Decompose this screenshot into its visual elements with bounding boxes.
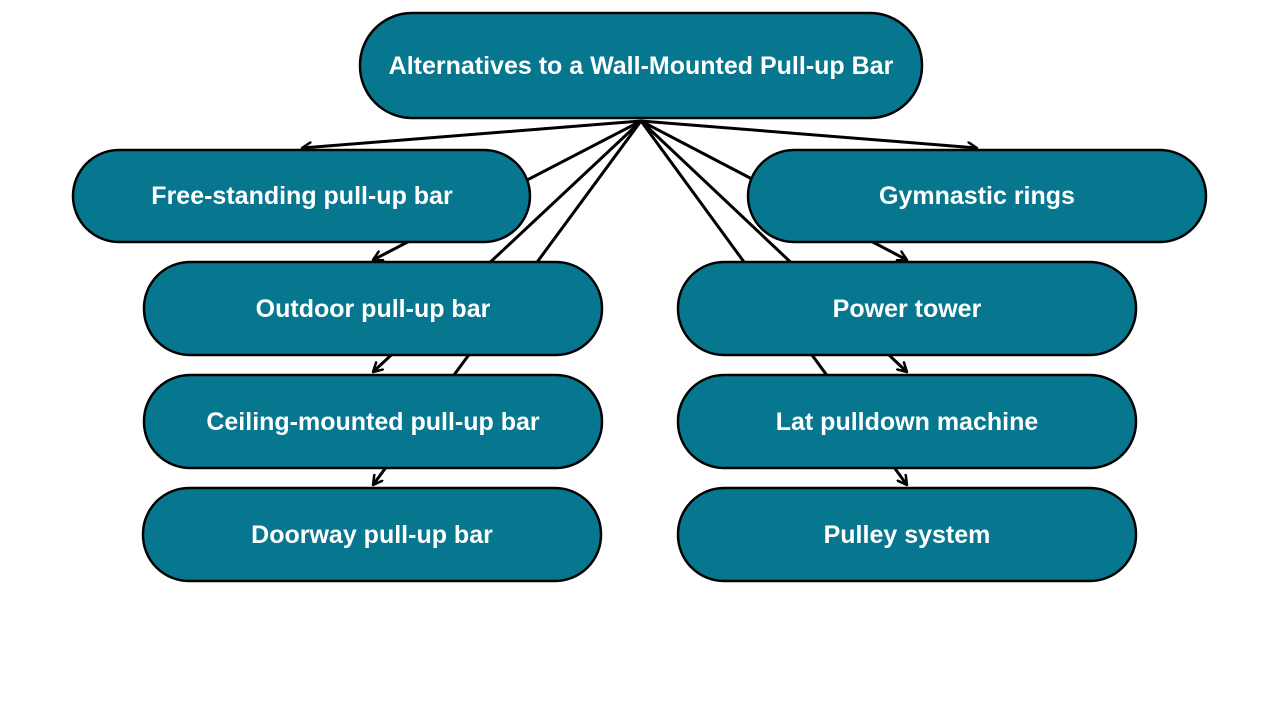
node-gymnastic-rings: Gymnastic rings bbox=[746, 148, 1208, 244]
root-node-label: Alternatives to a Wall-Mounted Pull-up B… bbox=[389, 52, 894, 80]
connector-free-standing bbox=[302, 119, 642, 148]
node-ceiling-mounted: Ceiling-mounted pull-up bar bbox=[142, 373, 604, 470]
node-power-tower-box bbox=[676, 260, 1138, 357]
node-outdoor: Outdoor pull-up bar bbox=[142, 260, 604, 357]
node-pulley-system: Pulley system bbox=[676, 486, 1138, 583]
node-free-standing: Free-standing pull-up bar bbox=[71, 148, 532, 244]
node-lat-pulldown: Lat pulldown machine bbox=[676, 373, 1138, 470]
node-lat-pulldown-label: Lat pulldown machine bbox=[776, 408, 1039, 436]
node-pulley-system-label: Pulley system bbox=[824, 521, 991, 549]
node-ceiling-mounted-label: Ceiling-mounted pull-up bar bbox=[206, 408, 540, 436]
node-pulley-system-box bbox=[676, 486, 1138, 583]
root-node-box bbox=[358, 11, 924, 120]
node-outdoor-box bbox=[142, 260, 604, 357]
node-gymnastic-rings-label: Gymnastic rings bbox=[879, 182, 1075, 210]
node-doorway: Doorway pull-up bar bbox=[141, 486, 603, 583]
node-lat-pulldown-box bbox=[676, 373, 1138, 470]
node-ceiling-mounted-box bbox=[142, 373, 604, 470]
node-doorway-label: Doorway pull-up bar bbox=[251, 521, 493, 549]
node-doorway-box bbox=[141, 486, 603, 583]
node-outdoor-label: Outdoor pull-up bar bbox=[256, 295, 491, 323]
node-gymnastic-rings-box bbox=[746, 148, 1208, 244]
root-node: Alternatives to a Wall-Mounted Pull-up B… bbox=[358, 11, 924, 120]
node-free-standing-box bbox=[71, 148, 532, 244]
node-power-tower: Power tower bbox=[676, 260, 1138, 357]
connector-gymnastic-rings bbox=[640, 119, 977, 148]
node-power-tower-label: Power tower bbox=[833, 295, 982, 323]
node-free-standing-label: Free-standing pull-up bar bbox=[151, 182, 453, 210]
